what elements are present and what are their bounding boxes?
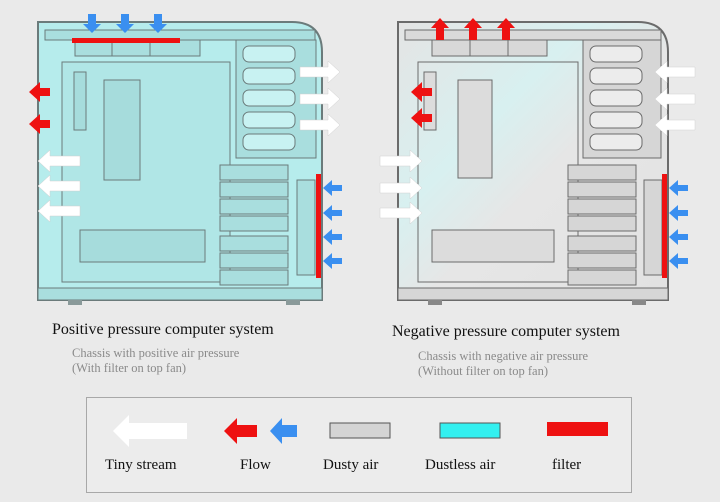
front-filter-bar	[662, 174, 667, 278]
positive-caption: Positive pressure computer system	[52, 321, 274, 338]
blue-flow-arrows-front	[669, 180, 688, 269]
top-filter-bar	[72, 38, 180, 43]
positive-chassis	[37, 21, 323, 305]
blue-flow-arrows-top	[83, 14, 167, 33]
legend-label-dustless-air: Dustless air	[425, 457, 496, 473]
negative-subtitle-2: (Without filter on top fan)	[418, 364, 549, 378]
gray-swatch	[329, 422, 391, 439]
white-stream-arrows-in-cage	[654, 60, 696, 137]
red-flow-arrows-left	[29, 82, 50, 134]
white-stream-arrows-right	[299, 60, 341, 137]
red-flow-arrows-left	[411, 82, 432, 128]
positive-subtitle-1: Chassis with positive air pressure	[72, 346, 240, 360]
legend-label-tiny-stream: Tiny stream	[105, 457, 177, 473]
front-filter-bar	[316, 174, 321, 278]
red-arrow-icon	[224, 418, 257, 444]
negative-chassis	[397, 21, 669, 305]
legend-label-dusty-air: Dusty air	[323, 457, 379, 473]
red-flow-arrows-top	[431, 18, 515, 40]
white-stream-arrows-in	[379, 149, 423, 225]
legend-label-filter: filter	[552, 457, 582, 473]
blue-arrow-icon	[270, 418, 297, 444]
legend: Tiny stream Flow Dusty air Dustless air …	[86, 397, 632, 493]
white-stream-arrows-left	[37, 149, 81, 223]
blue-flow-arrows-front	[323, 180, 342, 269]
positive-subtitle-2: (With filter on top fan)	[72, 361, 187, 375]
white-arrow-icon	[113, 415, 187, 447]
negative-caption: Negative pressure computer system	[392, 323, 620, 340]
cyan-swatch	[439, 422, 501, 439]
legend-label-flow: Flow	[240, 457, 271, 473]
red-bar	[547, 422, 608, 436]
negative-subtitle-1: Chassis with negative air pressure	[418, 349, 589, 363]
legend-icons	[113, 415, 608, 447]
